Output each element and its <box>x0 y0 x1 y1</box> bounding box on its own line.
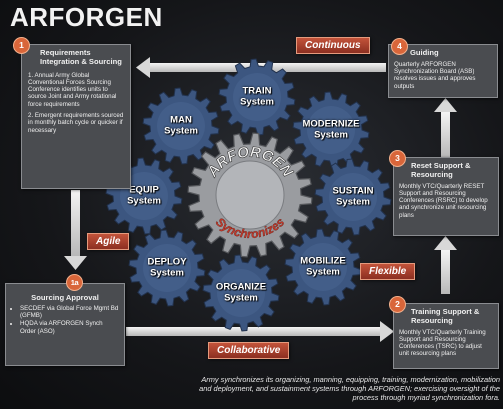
training-support-body: Monthly VTC/Quarterly Training Support a… <box>399 328 486 358</box>
gear-modernize-system: System <box>314 129 348 140</box>
arrow-right-upper <box>441 112 450 157</box>
page-title: ARFORGEN <box>10 2 163 32</box>
step-2-badge: 2 <box>389 296 406 313</box>
gear-shape-deploy-hub <box>143 244 191 292</box>
step-1a-badge: 1a <box>66 274 83 291</box>
gear-shape-equip-hub <box>120 172 168 220</box>
requirements-item-1: 1. Annual Army Global Conventional Force… <box>28 71 117 108</box>
gear-organize-name: ORGANIZE <box>215 281 267 293</box>
gear-shape-organize-hub <box>217 269 265 317</box>
continuous-tag: Continuous <box>296 37 370 54</box>
arrow-right-lower <box>441 250 450 294</box>
gear-shape-mobilize-hub <box>299 243 347 291</box>
requirements-heading: Requirements Integration & Sourcing <box>40 48 122 66</box>
gear-equip-name: EQUIP <box>129 184 159 196</box>
arrow-left <box>71 190 80 256</box>
gear-sustain-system: System <box>336 196 370 207</box>
gear-mobilize-system: System <box>306 266 340 277</box>
step-4-badge: 4 <box>391 38 408 55</box>
reset-support-heading: Reset Support & Resourcing <box>411 161 471 179</box>
gear-organize-system: System <box>224 292 258 303</box>
reset-support-box: Reset Support & Resourcing Monthly VTC/Q… <box>393 157 499 236</box>
gear-equip-system: System <box>127 195 161 206</box>
arrow-left-head <box>64 256 87 270</box>
gear-shape-modernize-hub <box>307 106 355 154</box>
gear-train-system: System <box>240 96 274 107</box>
training-support-heading: Training Support & Resourcing <box>411 307 480 325</box>
gear-shape-sustain-hub <box>329 173 377 221</box>
reset-support-body: Monthly VTC/Quarterly RESET Support and … <box>399 182 488 219</box>
arrow-bottom <box>126 327 380 336</box>
sourcing-approval-item-1: SECDEF via Global Force Mgmt Bd (GFMB) <box>20 305 119 320</box>
agile-tag: Agile <box>87 233 130 250</box>
gear-man-system: System <box>164 125 198 136</box>
training-support-box: Training Support & Resourcing Monthly VT… <box>393 303 499 369</box>
gear-sustain-name: SUSTAIN <box>332 185 374 197</box>
gear-man-name: MAN <box>170 114 192 126</box>
gear-deploy-name: DEPLOY <box>147 256 187 268</box>
arrow-bottom-head <box>380 321 394 342</box>
flexible-tag: Flexible <box>360 263 416 280</box>
gear-shape-man-hub <box>157 102 205 150</box>
sourcing-approval-heading: Sourcing Approval <box>31 293 99 302</box>
sourcing-approval-item-2: HQDA via ARFORGEN Synch Order (ASO) <box>20 320 119 335</box>
gear-train-name: TRAIN <box>242 85 272 97</box>
requirements-box: Requirements Integration & Sourcing 1. A… <box>21 44 131 189</box>
center-gear-hub <box>215 160 285 230</box>
guiding-body: Quarterly ARFORGEN Synchronization Board… <box>394 60 476 90</box>
sourcing-approval-box: Sourcing Approval SECDEF via Global Forc… <box>5 283 125 366</box>
collaborative-tag: Collaborative <box>208 342 290 359</box>
gear-deploy-system: System <box>150 267 184 278</box>
caption: Army synchronizes its organizing, mannin… <box>199 375 500 403</box>
gear-modernize-name: MODERNIZE <box>302 118 360 130</box>
arrow-right-lower-head <box>434 236 457 250</box>
step-3-badge: 3 <box>389 150 406 167</box>
guiding-box: Guiding Quarterly ARFORGEN Synchronizati… <box>388 44 498 98</box>
gear-mobilize-name: MOBILIZE <box>300 255 346 267</box>
arrow-right-upper-head <box>434 98 457 112</box>
gear-shape-train-hub <box>233 73 281 121</box>
step-1-badge: 1 <box>13 37 30 54</box>
arrow-top-head <box>136 57 150 78</box>
requirements-item-2: 2. Emergent requirements sourced in mont… <box>28 112 124 134</box>
guiding-heading: Guiding <box>410 48 439 57</box>
